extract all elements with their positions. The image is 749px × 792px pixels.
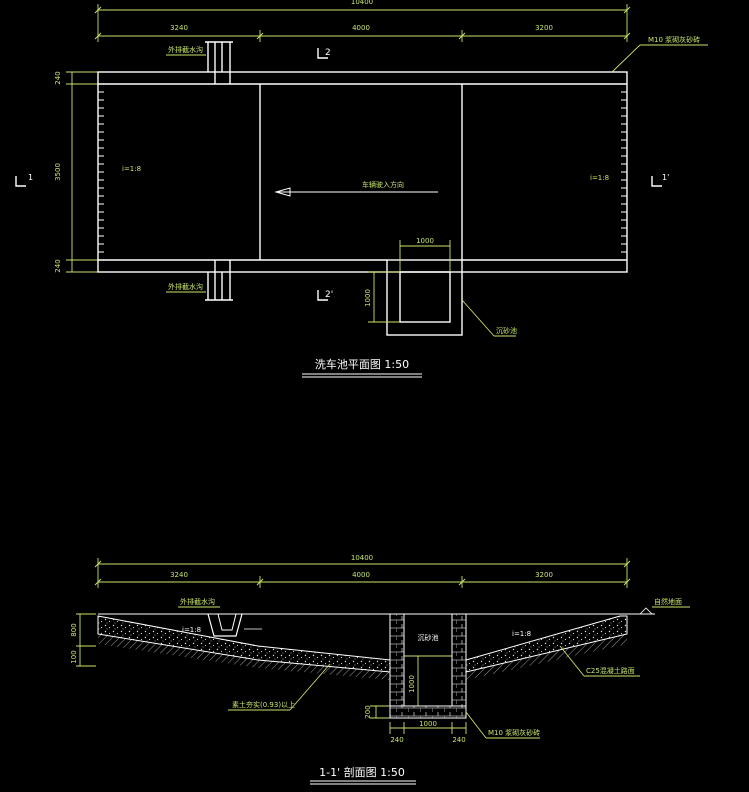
section-label-drain: 外排截水沟: [180, 597, 215, 606]
section-dimension-top: [94, 558, 631, 588]
section-view: 10400 3240 4000 3200 外排截水沟 沉砂池 i=1:8 i=1…: [70, 554, 690, 785]
section-drain-ditch: [207, 613, 243, 637]
plan-label-wall: M10 浆砌灰砂砖: [648, 35, 700, 44]
section-label-pit: 沉砂池: [418, 633, 439, 642]
plan-walls: [97, 71, 628, 273]
plan-dim-side-top: 240: [54, 71, 62, 84]
sec-mark-2b: 2': [325, 290, 333, 300]
section-label-concrete: C25混凝土路面: [586, 666, 635, 675]
section-dim-left: 3240: [170, 571, 188, 579]
plan-pit-height: 1000: [364, 289, 372, 307]
section-dims-left: [76, 613, 96, 667]
section-dim-base: 200: [364, 705, 372, 718]
section-dim-right: 3200: [535, 571, 553, 579]
plan-title: 洗车池平面图 1:50: [315, 357, 409, 371]
sec-mark-1: 1: [28, 173, 33, 182]
plan-direction-arrow: [274, 187, 438, 197]
section-dim-pit-width: 1000: [419, 720, 437, 728]
plan-dim-mid: 4000: [352, 24, 370, 32]
section-label-ground: 自然地面: [654, 597, 682, 606]
section-label-brick: M10 浆砌灰砂砖: [488, 728, 540, 737]
section-label-slope-right: i=1:8: [512, 630, 531, 638]
plan-label-direction: 车辆驶入方向: [362, 180, 404, 189]
plan-dimension-top: [94, 4, 631, 42]
plan-label-drain-top: 外排截水沟: [168, 45, 203, 54]
plan-slope-ticks-right: [621, 91, 627, 253]
plan-label-slope-right: i=1:8: [590, 174, 609, 182]
plan-dim-side-mid: 3500: [54, 163, 62, 181]
section-pit-wall-right: [451, 613, 467, 719]
plan-dim-side-bot: 240: [54, 259, 62, 272]
section-title: 1-1' 剖面图 1:50: [319, 765, 405, 779]
plan-label-slope-left: i=1:8: [122, 165, 141, 173]
section-dim-100: 100: [70, 650, 78, 663]
section-dim-wall-left: 240: [390, 736, 403, 744]
plan-pit-dims: [368, 240, 516, 337]
section-label-soil: 素土夯实(0.93)以上: [232, 700, 295, 709]
section-dim-800: 800: [70, 623, 78, 636]
plan-dim-left: 3240: [170, 24, 188, 32]
sec-mark-2: 2: [325, 48, 331, 58]
plan-dimension-left: [66, 71, 98, 273]
section-dim-total: 10400: [351, 554, 373, 562]
section-pit-dims: [370, 655, 467, 734]
plan-dim-total: 10400: [351, 0, 373, 6]
plan-sediment-pit: [386, 259, 463, 336]
section-dim-wall-right: 240: [452, 736, 465, 744]
plan-pit-width: 1000: [416, 237, 434, 245]
plan-drain-bottom: [205, 260, 233, 301]
section-dim-pit-depth: 1000: [408, 675, 416, 693]
section-soil-right: [466, 634, 627, 680]
sec-mark-1r: 1': [662, 173, 669, 182]
section-dim-mid: 4000: [352, 571, 370, 579]
section-pit-base: [389, 705, 467, 719]
plan-label-drain-bot: 外排截水沟: [168, 282, 203, 291]
plan-dim-right: 3200: [535, 24, 553, 32]
plan-view: 10400 3240 4000 3200 240 3500 240: [15, 0, 708, 378]
plan-leader-wall: [611, 44, 641, 73]
section-label-slope-left: i=1:8: [182, 626, 201, 634]
section-pit-wall-left: [389, 613, 405, 719]
plan-section-marks: [15, 48, 662, 301]
section-soil-left: [98, 634, 390, 680]
plan-label-pit: 沉砂池: [496, 326, 517, 335]
plan-slope-ticks-left: [98, 91, 104, 253]
plan-drain-top: [205, 41, 233, 84]
